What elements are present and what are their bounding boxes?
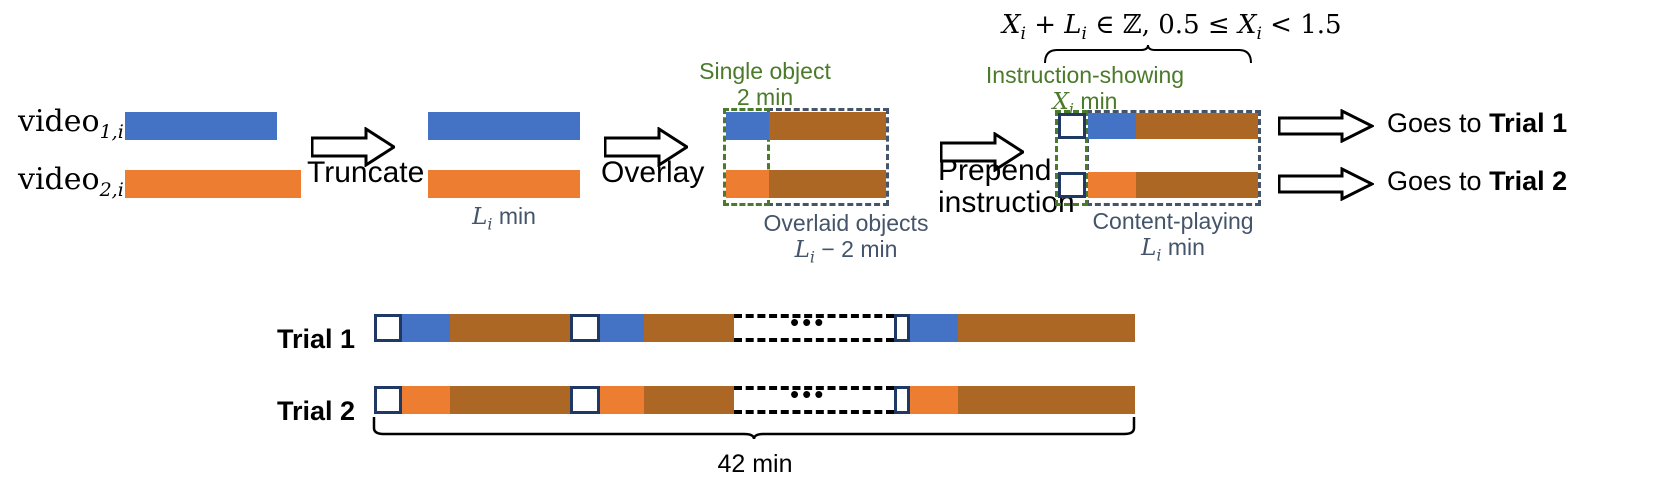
single-object-region bbox=[723, 108, 770, 206]
trial1-brown-bar-1 bbox=[450, 314, 570, 342]
prepend-step-label: Prepend instruction bbox=[938, 154, 1075, 220]
prepend-step-line1: Prepend bbox=[938, 154, 1052, 187]
goes-to-trial1-prefix: Goes to bbox=[1387, 108, 1490, 138]
goes-to-trial2-label: Goes to Trial 2 bbox=[1387, 166, 1567, 197]
prepended-row1-brown-bar bbox=[1136, 113, 1258, 139]
video1-subscript: 1,i bbox=[99, 121, 124, 143]
trial1-blue-bar-2 bbox=[600, 314, 644, 342]
instruction-box-row2 bbox=[1058, 172, 1086, 198]
video2-text: video bbox=[18, 162, 100, 197]
overlaid-objects-line2: Li − 2 min bbox=[794, 236, 898, 268]
trial1-brown-bar-2 bbox=[644, 314, 734, 342]
prepend-arrow-icon bbox=[940, 132, 1024, 172]
overlaid-row1-brown-bar bbox=[769, 112, 886, 140]
instruction-showing-region bbox=[1055, 110, 1088, 206]
single-object-annotation: Single object 2 min bbox=[680, 58, 850, 111]
overlaid-single-orange-bar bbox=[726, 170, 769, 198]
instruction-box-row1 bbox=[1058, 113, 1086, 139]
trial2-brown-bar-2 bbox=[644, 386, 734, 414]
video2-subscript: 2,i bbox=[99, 179, 124, 201]
single-object-line2: 2 min bbox=[736, 84, 794, 111]
content-playing-annotation: Content-playing Li min bbox=[1083, 208, 1263, 265]
content-playing-line1: Content-playing bbox=[1092, 208, 1254, 234]
truncate-arrow-icon bbox=[311, 127, 395, 167]
goes-to-trial2-arrow-icon bbox=[1278, 167, 1374, 201]
trial2-brown-bar-3 bbox=[958, 386, 1135, 414]
formula-brace bbox=[1044, 44, 1252, 64]
trial1-label: Trial 1 bbox=[277, 324, 356, 354]
trial1-instruction-box-3 bbox=[894, 314, 910, 342]
trial2-orange-bar-3 bbox=[910, 386, 958, 414]
overlaid-single-blue-bar bbox=[726, 112, 769, 140]
trial2-ellipsis-gap: ••• bbox=[734, 379, 894, 414]
video2-bar bbox=[125, 170, 301, 198]
overlay-arrow-icon bbox=[604, 127, 688, 167]
video1-bar bbox=[125, 112, 277, 140]
video2-label: video2,i bbox=[18, 162, 124, 201]
truncated-video2-bar bbox=[428, 170, 580, 198]
instruction-showing-line1: Instruction-showing bbox=[985, 62, 1185, 88]
prepend-step-line2: instruction bbox=[938, 186, 1075, 220]
prepended-row2-orange-bar bbox=[1088, 172, 1136, 198]
trial1-instruction-box-2 bbox=[570, 314, 600, 342]
trial1-blue-bar-3 bbox=[910, 314, 958, 342]
trial2-instruction-box-2 bbox=[570, 386, 600, 414]
goes-to-trial1-label: Goes to Trial 1 bbox=[1387, 108, 1567, 139]
goes-to-trial1-bold: Trial 1 bbox=[1489, 108, 1568, 138]
trial2-instruction-box-3 bbox=[894, 386, 910, 414]
goes-to-trial2-prefix: Goes to bbox=[1387, 166, 1490, 196]
content-playing-line2: Li min bbox=[1141, 234, 1205, 266]
goes-to-trial1-arrow-icon bbox=[1278, 109, 1374, 143]
total-duration-label: 42 min bbox=[717, 450, 793, 478]
overlaid-row2-brown-bar bbox=[769, 170, 886, 198]
total-duration-brace bbox=[372, 417, 1136, 440]
overlaid-objects-annotation: Overlaid objects Li − 2 min bbox=[736, 210, 956, 267]
trial2-label: Trial 2 bbox=[277, 396, 356, 426]
constraint-formula: Xi + Li ∈ ℤ, 0.5 ≤ Xi < 1.5 bbox=[1002, 10, 1342, 45]
trial1-ellipsis-gap: ••• bbox=[734, 307, 894, 342]
video1-label: video1,i bbox=[18, 104, 124, 143]
overlaid-objects-line1: Overlaid objects bbox=[763, 210, 929, 236]
trial2-orange-bar-2 bbox=[600, 386, 644, 414]
prepended-row1-blue-bar bbox=[1088, 113, 1136, 139]
goes-to-trial2-bold: Trial 2 bbox=[1489, 166, 1568, 196]
single-object-line1: Single object bbox=[699, 58, 831, 84]
truncated-length-label: Li min bbox=[472, 203, 536, 234]
prepended-row2-brown-bar bbox=[1136, 172, 1258, 198]
trial2-ellipsis-dots: ••• bbox=[790, 379, 827, 409]
trial2-orange-bar-1 bbox=[402, 386, 450, 414]
truncate-step-label: Truncate bbox=[307, 156, 425, 189]
trial1-blue-bar-1 bbox=[402, 314, 450, 342]
video1-text: video bbox=[18, 104, 100, 139]
trial1-instruction-box-1 bbox=[374, 314, 402, 342]
trial2-instruction-box-1 bbox=[374, 386, 402, 414]
trial1-brown-bar-3 bbox=[958, 314, 1135, 342]
overlay-step-label: Overlay bbox=[601, 156, 705, 189]
truncated-video1-bar bbox=[428, 112, 580, 140]
trial2-brown-bar-1 bbox=[450, 386, 570, 414]
trial1-ellipsis-dots: ••• bbox=[790, 307, 827, 337]
